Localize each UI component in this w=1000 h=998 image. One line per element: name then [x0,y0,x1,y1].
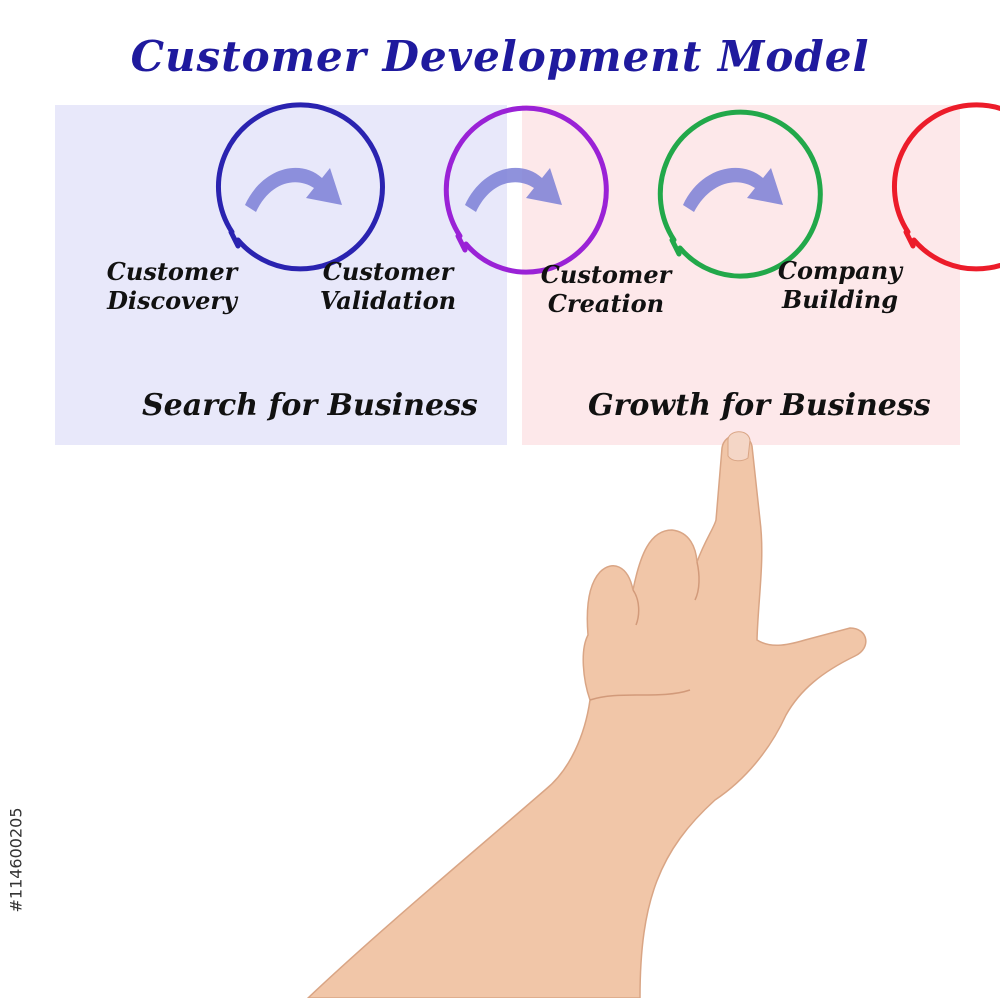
stage-label-discovery-line1: Customer [82,257,262,286]
stock-image-id: #114600205 [4,765,28,955]
stage-label-building-line1: Company [750,256,930,285]
stage-label-building-line2: Building [750,285,930,314]
pointing-hand-icon [308,432,866,998]
stage-label-creation-line1: Customer [516,260,696,289]
stage-label-validation-line2: Validation [298,286,478,315]
stage-circle-discovery [218,105,382,269]
stage-label-validation-line1: Customer [298,257,478,286]
phase-label-growth: Growth for Business [588,388,931,423]
arrows [245,168,783,212]
stage-label-discovery: Customer Discovery [82,257,262,315]
stage-circle-validation [446,108,606,272]
arrow-discovery-to-validation-icon [245,168,342,212]
stage-label-building: Company Building [750,256,930,314]
arrow-validation-to-creation-icon [465,168,562,212]
stage-circle-building [894,105,1000,269]
stage-label-validation: Customer Validation [298,257,478,315]
stage-label-creation-line2: Creation [516,289,696,318]
stage-circle-creation [660,112,820,276]
stock-image-id-text: #114600205 [7,807,26,912]
arrow-creation-to-building-icon [683,168,783,212]
stage-label-discovery-line2: Discovery [82,286,262,315]
phase-label-search: Search for Business [142,388,478,423]
stage-label-creation: Customer Creation [516,260,696,318]
